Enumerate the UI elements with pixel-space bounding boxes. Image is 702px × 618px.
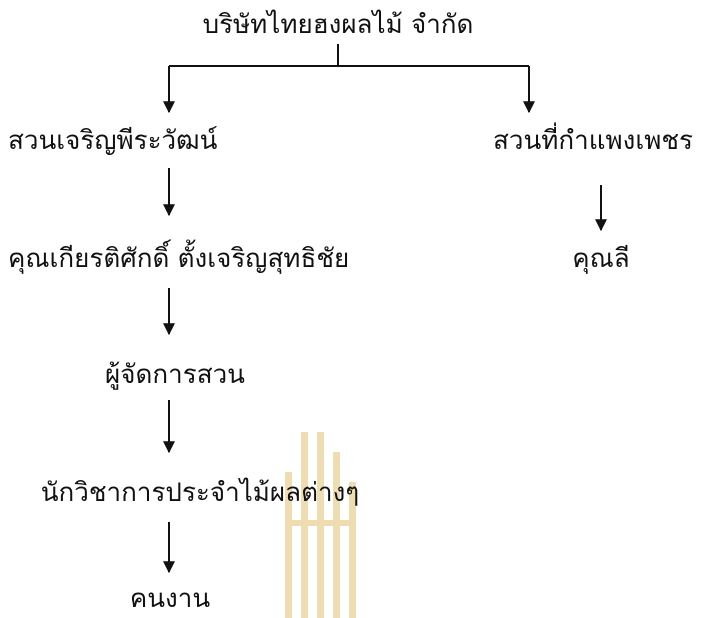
root-company-label: บริษัทไทยฮงผลไม้ จำกัด (202, 10, 474, 40)
right-farm-label: สวนที่กำแพงเพชร (493, 126, 693, 156)
left-farm-label: สวนเจริญพีระวัฒน์ (8, 126, 218, 156)
right-owner-label: คุณลี (572, 244, 630, 274)
manager-label: ผู้จัดการสวน (105, 360, 245, 390)
left-owner-label: คุณเกียรติศักดิ์ ตั้งเจริญสุทธิชัย (8, 244, 350, 274)
workers-label: คนงาน (129, 584, 211, 614)
university-watermark-logo (285, 432, 356, 618)
specialists-label: นักวิชาการประจำไม้ผลต่างๆ (40, 478, 360, 508)
